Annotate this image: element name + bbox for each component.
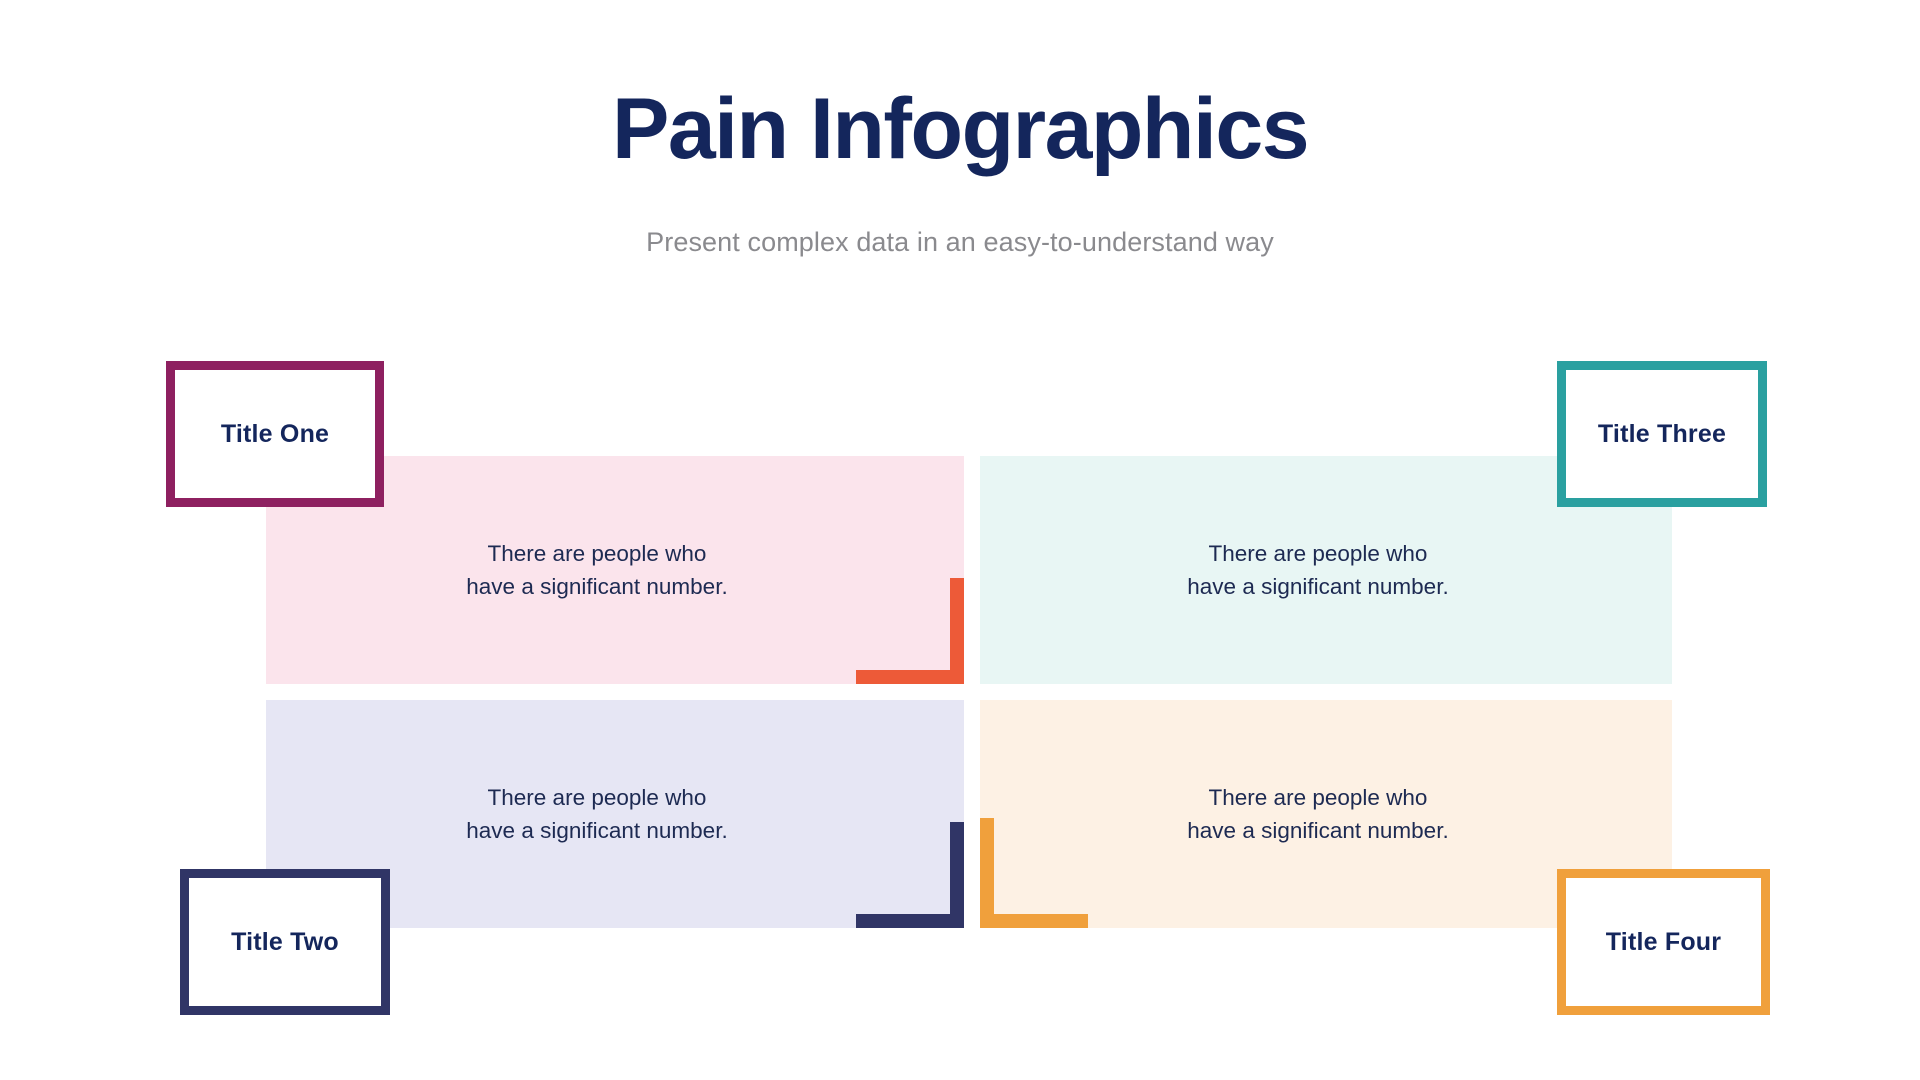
title-box-two-label: Title Two [231,927,339,956]
bracket-horizontal-arm [856,670,964,684]
page-subtitle: Present complex data in an easy-to-under… [646,227,1274,257]
panel-four: There are people who have a significant … [980,700,1672,928]
title-box-one-label: Title One [220,419,330,448]
corner-bracket-icon-four [980,818,1088,928]
panel-one-body: There are people who have a significant … [466,540,728,599]
page-title: Pain Infographics [611,81,1310,177]
bracket-vertical-arm [950,822,964,928]
bracket-horizontal-arm [980,914,1088,928]
title-box-two[interactable]: Title Two [180,869,390,1015]
title-box-three[interactable]: Title Three [1557,361,1767,507]
bracket-vertical-arm [980,818,994,928]
panel-three: There are people who have a significant … [980,456,1672,684]
bracket-horizontal-arm [856,914,964,928]
bracket-vertical-arm [950,578,964,684]
corner-bracket-icon-two [856,822,964,928]
title-box-three-label: Title Three [1597,419,1727,448]
panel-two-body: There are people who have a significant … [466,784,728,843]
corner-bracket-icon-one [856,578,964,684]
title-box-one[interactable]: Title One [166,361,384,507]
title-box-four[interactable]: Title Four [1557,869,1770,1015]
panel-four-body: There are people who have a significant … [1187,784,1449,843]
title-box-four-label: Title Four [1605,927,1722,956]
panel-three-body: There are people who have a significant … [1187,540,1449,599]
